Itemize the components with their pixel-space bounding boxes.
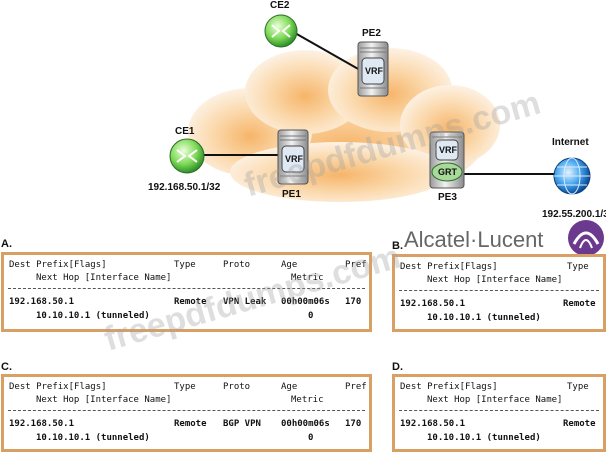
pe3-label: PE3: [438, 192, 457, 203]
col-age-header: Age: [281, 260, 298, 270]
col-age-header: Age: [281, 382, 298, 392]
cell-nexthop: 10.10.10.1 (tunneled): [36, 311, 150, 321]
network-topology: [169, 14, 591, 202]
option-b-table[interactable]: Dest Prefix[Flags] Type Next Hop [Interf…: [392, 254, 606, 332]
ce1-label: CE1: [175, 126, 195, 137]
col-nexthop-header: Next Hop [Interface Name]: [36, 395, 172, 405]
option-d-table[interactable]: Dest Prefix[Flags] Type Next Hop [Interf…: [392, 374, 606, 452]
cell-nexthop: 10.10.10.1 (tunneled): [36, 433, 150, 443]
grt-label: GRT: [438, 167, 457, 177]
col-dest-header: Dest Prefix[Flags]: [9, 382, 107, 392]
cell-pref: 170: [345, 297, 362, 307]
option-d-letter: D.: [392, 361, 403, 373]
cell-type: Remote: [174, 419, 207, 429]
ce1-router-icon: [169, 138, 205, 174]
col-dest-header: Dest Prefix[Flags]: [400, 382, 498, 392]
cell-metric: 0: [308, 433, 314, 443]
cell-dest: 192.168.50.1: [400, 299, 466, 309]
internet-label: Internet: [552, 137, 589, 148]
vrf-label-pe2: VRF: [365, 66, 383, 76]
col-pref-header: Pref: [345, 260, 367, 270]
cell-dest: 192.168.50.1: [9, 297, 75, 307]
cell-dest: 192.168.50.1: [9, 419, 75, 429]
cell-nexthop: 10.10.10.1 (tunneled): [427, 433, 541, 443]
col-dest-header: Dest Prefix[Flags]: [9, 260, 107, 270]
vrf-label-pe3: VRF: [439, 145, 457, 155]
col-proto-header: Proto: [223, 382, 251, 392]
col-metric-header: Metric: [291, 273, 324, 283]
option-c-letter: C.: [1, 361, 12, 373]
vrf-label-pe1: VRF: [285, 154, 303, 164]
brand-logo-icon: [568, 220, 604, 256]
link-ce2-pe2: [294, 32, 361, 71]
cell-type: Remote: [563, 419, 596, 429]
pe1-label: PE1: [282, 189, 301, 200]
col-type-header: Type: [174, 382, 196, 392]
col-type-header: Type: [567, 382, 589, 392]
option-c-table[interactable]: Dest Prefix[Flags] Type Proto Age Pref N…: [1, 374, 372, 452]
cell-proto: VPN Leak: [223, 297, 267, 307]
brand-logo-text: Alcatel·Lucent: [404, 227, 544, 252]
cell-proto: BGP VPN: [223, 419, 261, 429]
header-separator: [399, 410, 599, 411]
col-type-header: Type: [174, 260, 196, 270]
cell-dest: 192.168.50.1: [400, 419, 466, 429]
pe2-label: PE2: [362, 28, 381, 39]
header-separator: [8, 410, 365, 411]
option-b-letter: B.: [392, 240, 403, 252]
col-nexthop-header: Next Hop [Interface Name]: [427, 395, 563, 405]
option-a-letter: A.: [1, 238, 12, 250]
ce1-ip-label: 192.168.50.1/32: [148, 182, 221, 193]
col-metric-header: Metric: [291, 395, 324, 405]
cell-age: 00h00m06s: [281, 297, 330, 307]
col-dest-header: Dest Prefix[Flags]: [400, 262, 498, 272]
col-pref-header: Pref: [345, 382, 367, 392]
cell-type: Remote: [174, 297, 207, 307]
cell-type: Remote: [563, 299, 596, 309]
pe3-router-icon: [429, 131, 465, 189]
header-separator: [399, 290, 599, 291]
cell-metric: 0: [308, 311, 314, 321]
internet-ip-label: 192.55.200.1/3: [542, 209, 606, 220]
col-proto-header: Proto: [223, 260, 251, 270]
col-type-header: Type: [567, 262, 589, 272]
ce2-router-icon: [264, 14, 298, 48]
ce2-label: CE2: [270, 0, 290, 11]
pe1-router-icon: [277, 129, 309, 185]
cell-age: 00h00m06s: [281, 419, 330, 429]
pe2-router-icon: [357, 41, 389, 97]
col-nexthop-header: Next Hop [Interface Name]: [36, 273, 172, 283]
internet-globe-icon: [553, 157, 591, 195]
col-nexthop-header: Next Hop [Interface Name]: [427, 275, 563, 285]
cell-nexthop: 10.10.10.1 (tunneled): [427, 313, 541, 323]
cell-pref: 170: [345, 419, 362, 429]
header-separator: [8, 288, 365, 289]
option-a-table[interactable]: Dest Prefix[Flags] Type Proto Age Pref N…: [1, 252, 372, 332]
